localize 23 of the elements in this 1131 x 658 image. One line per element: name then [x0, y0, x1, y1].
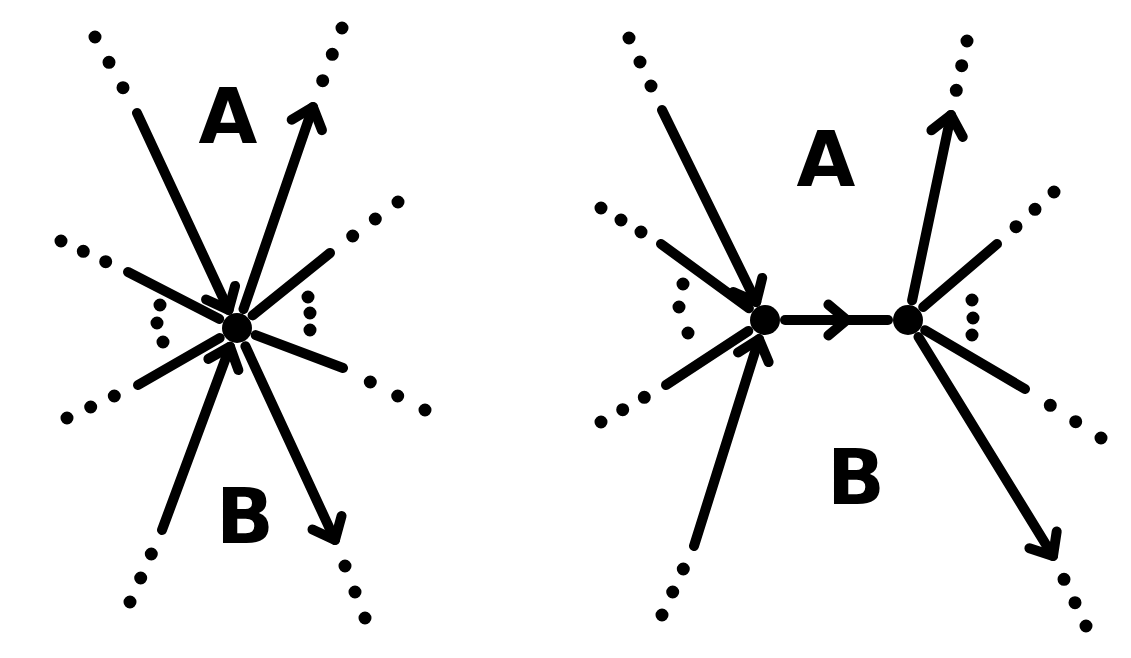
vertex-dot	[222, 313, 252, 343]
arrow	[238, 102, 327, 315]
arrow	[157, 341, 244, 535]
line	[920, 325, 1030, 394]
arrow	[132, 108, 241, 315]
line	[250, 330, 348, 373]
arrow	[657, 105, 768, 307]
region-label: A	[796, 122, 856, 198]
region-label: A	[198, 79, 258, 155]
line	[656, 239, 754, 314]
region-label: B	[216, 479, 274, 555]
line	[661, 326, 754, 390]
arrow	[689, 334, 774, 551]
region-label: B	[827, 440, 885, 516]
arrow	[240, 341, 347, 545]
line	[918, 239, 1002, 312]
vertex-dot	[893, 305, 923, 335]
line	[133, 333, 225, 390]
arrow	[913, 332, 1062, 561]
line	[123, 267, 225, 324]
arrow	[907, 110, 968, 306]
vertex-dot	[750, 305, 780, 335]
line	[247, 248, 335, 321]
